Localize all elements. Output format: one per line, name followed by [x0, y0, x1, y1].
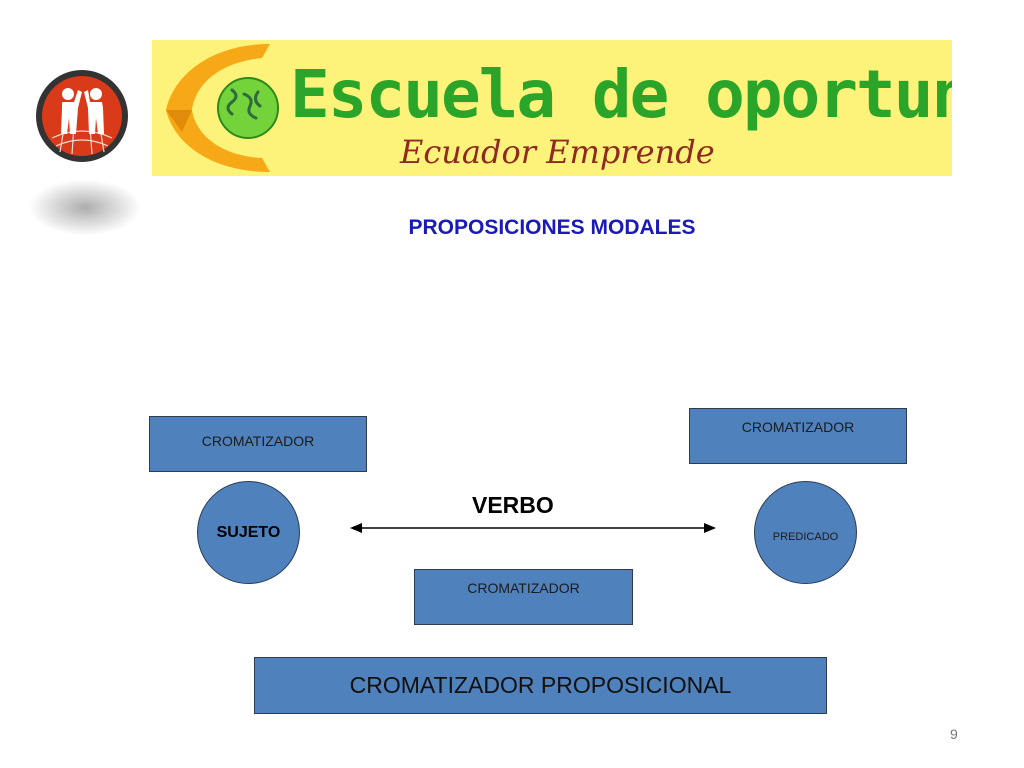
banner-subtitle: Ecuador Emprende: [400, 133, 715, 171]
predicate-label: PREDICADO: [772, 530, 839, 543]
circle-subject: SUJETO: [197, 481, 300, 584]
banner: Escuela de oportunidades Ecuador Emprend…: [152, 40, 952, 176]
double-arrow-icon: [350, 523, 716, 533]
box-cromatizador-middle: CROMATIZADOR: [414, 569, 633, 625]
emblem-logo-icon: [36, 70, 128, 162]
emblem-shadow: [30, 180, 140, 235]
box-cromatizador-proposicional: CROMATIZADOR PROPOSICIONAL: [254, 657, 827, 714]
box-cromatizador-top-left: CROMATIZADOR: [149, 416, 367, 472]
banner-title: Escuela de oportunidades: [290, 56, 952, 133]
page-number: 9: [950, 726, 958, 742]
box-cromatizador-top-right: CROMATIZADOR: [689, 408, 907, 464]
circle-predicate: PREDICADO: [754, 481, 857, 584]
verb-label: VERBO: [472, 492, 554, 518]
subject-label: SUJETO: [216, 523, 281, 541]
banner-logo-icon: [166, 44, 279, 172]
slide-title: PROPOSICIONES MODALES: [408, 216, 696, 239]
